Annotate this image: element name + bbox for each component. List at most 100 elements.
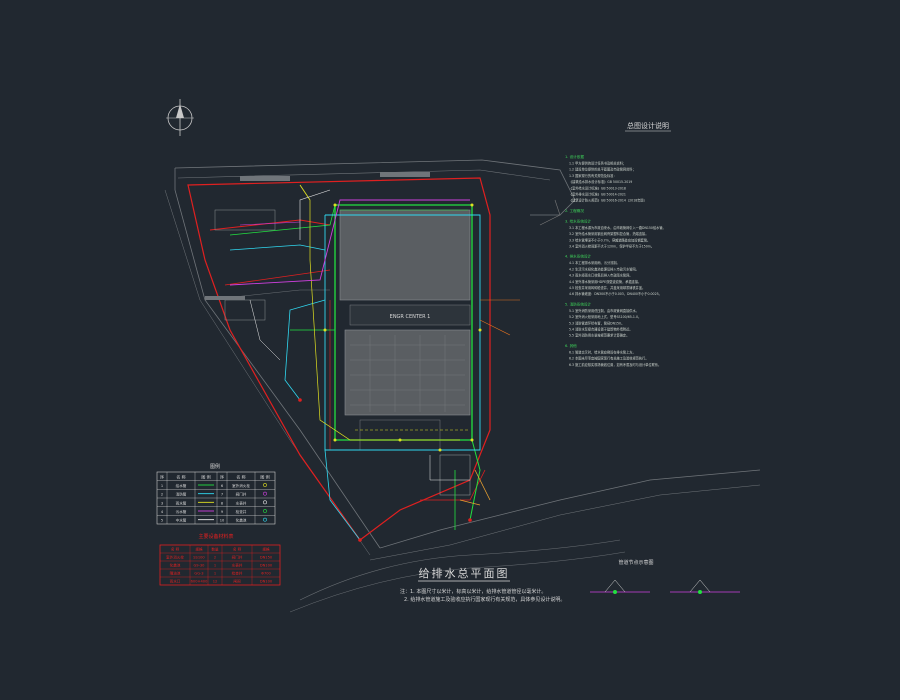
- legend-cell: 9: [221, 510, 224, 514]
- equipment-cell: GG-3: [194, 572, 203, 576]
- legend-point-symbol: [263, 517, 267, 522]
- equipment-header: 名 称: [233, 547, 242, 552]
- plan-note-1: 注：1. 本图尺寸以米计，标高以米计，给排水管道管径以毫米计。: [400, 588, 546, 595]
- legend-title: 图例: [210, 463, 220, 470]
- legend-point-symbol: [263, 483, 267, 487]
- north-arrow-icon: [166, 99, 194, 136]
- notes-line: 1.1 甲方提供的设计任务书及相关资料；: [569, 161, 626, 166]
- legend-header: 序: [220, 473, 224, 479]
- notes-line: 《建筑给水排水设计标准》GB 50015-2019: [569, 179, 632, 184]
- notes-section-heading: 2. 工程概况: [565, 208, 584, 213]
- building-label: ENGR CENTER 1: [390, 314, 431, 320]
- equipment-header: 规格: [262, 547, 270, 552]
- legend-cell: 7: [221, 493, 223, 497]
- site-plan: ENGR CENTER 1: [164, 159, 761, 613]
- legend-cell: 水表井: [236, 500, 247, 505]
- equipment-cell: 12: [213, 580, 218, 584]
- main-title: 给排水总平面图: [419, 566, 510, 580]
- notes-line: 《室外排水设计标准》GB 50014-2021: [569, 192, 626, 197]
- legend-table: 图例 序 名 称 图 例 序 名 称 图 例 1 给水管 6 室外消火栓 2 消防管 7 阀门井 3 雨水管 8…: [156, 463, 276, 525]
- legend-point-symbol: [263, 500, 267, 505]
- notes-section-heading: 1. 设计依据: [565, 154, 584, 159]
- equipment-cell: 水表井: [232, 563, 243, 568]
- notes-line: 4.6 排水管坡度：DN300不小于0.003，DN400不小于0.0025。: [569, 291, 662, 296]
- equipment-table-title: 主要设备材料表: [198, 533, 233, 540]
- legend-cell: 8: [221, 501, 224, 505]
- plan-note-2: 2. 给排水管道施工及验收应执行国家现行有关规范，具体参见设计说明。: [404, 596, 565, 603]
- pipe-detail-diagram: 管道节点示意图: [590, 559, 740, 594]
- legend-cell: 3: [161, 501, 163, 505]
- legend-header: 名 称: [236, 473, 245, 479]
- equipment-cell: 1: [214, 564, 216, 568]
- legend-cell: 2: [161, 493, 163, 497]
- equipment-cell: 检查井: [232, 571, 243, 576]
- notes-line: 1.3 国家现行的有关规范及标准：: [569, 173, 617, 178]
- legend-cell: 1: [161, 484, 163, 488]
- equipment-cell: 室外消火栓: [166, 555, 184, 560]
- notes-line: 6.2 本图未尽事宜按国家现行有关施工及验收规范执行。: [569, 356, 648, 361]
- detail-title: 管道节点示意图: [618, 559, 653, 566]
- legend-point-symbol: [263, 491, 267, 496]
- legend-cell: 6: [221, 484, 224, 488]
- notes-line: 5.3 消防管道环状布置，管径DN150。: [569, 320, 624, 325]
- equipment-cell: 雨水口: [170, 579, 181, 584]
- legend-cell: 中水管: [176, 518, 187, 523]
- equipment-cell: 闸阀: [233, 579, 241, 584]
- notes-line: 6.1 管道交叉时，给水管应敷设在排水管上方。: [569, 349, 636, 354]
- notes-section-heading: 6. 其他: [565, 343, 577, 348]
- equipment-header: 数量: [211, 547, 219, 552]
- legend-cell: 阀门井: [236, 492, 247, 497]
- notes-line: 6.3 施工前应核实现场管线位置，如有矛盾及时与设计单位联系。: [569, 362, 661, 367]
- equipment-cell: DN150: [260, 556, 273, 560]
- legend-header: 图 例: [201, 473, 210, 479]
- notes-line: 4.1 本工程排水采用雨、污分流制。: [569, 260, 620, 265]
- notes-line: 5.5 室外消防用水量按规范要求计算确定。: [569, 333, 629, 338]
- notes-line: 3.4 室外消火栓间距不大于120m，保护半径不大于150m。: [569, 244, 654, 249]
- legend-cell: 室外消火栓: [232, 483, 250, 488]
- equipment-cell: 1: [214, 572, 216, 576]
- legend-cell: 化粪池: [236, 518, 247, 523]
- legend-cell: 污水管: [176, 509, 187, 514]
- legend-point-symbol: [263, 509, 267, 513]
- equipment-cell: DN100: [260, 580, 273, 584]
- notes-line: 《建筑设计防火规范》GB 50016-2014（2018年版）: [569, 198, 647, 203]
- equipment-cell: SS100: [193, 556, 205, 560]
- equipment-cell: G9-30: [194, 564, 206, 568]
- legend-header: 序: [160, 473, 164, 479]
- notes-line: 4.5 检查井采用砖砌检查井，井盖采用球墨铸铁井盖。: [569, 285, 645, 290]
- notes-section-heading: 4. 排水系统设计: [565, 254, 592, 259]
- legend-cell: 给水管: [176, 483, 187, 488]
- equipment-cell: Φ700: [261, 572, 271, 576]
- legend-cell: 5: [161, 519, 163, 523]
- notes-section-heading: 3. 给水系统设计: [565, 218, 592, 223]
- legend-header: 名 称: [176, 473, 185, 479]
- legend-cell: 雨水管: [176, 500, 187, 505]
- legend-cell: 4: [161, 510, 164, 514]
- notes-line: 5.4 消防水泵接合器设置于建筑物外墙附近。: [569, 327, 632, 332]
- legend-cell: 消防管: [176, 492, 187, 497]
- equipment-header: 规格: [195, 547, 203, 552]
- notes-line: 4.2 生活污水经化粪池处理后排入市政污水管网。: [569, 266, 639, 271]
- equipment-header: 名 称: [171, 547, 180, 552]
- equipment-cell: DN100: [260, 564, 273, 568]
- legend-cell: 10: [220, 519, 225, 523]
- notes-section-heading: 5. 消防系统设计: [565, 301, 592, 306]
- notes-line: 3.2 室外给水管采用钢丝网骨架塑料复合管，热熔连接。: [569, 231, 648, 236]
- notes-line: 4.4 室外排水管采用HDPE双壁波纹管，承插连接。: [569, 279, 641, 284]
- equipment-cell: 化粪池: [170, 563, 181, 568]
- legend-header: 图 例: [260, 473, 269, 479]
- equipment-cell: 阀门井: [232, 555, 243, 560]
- notes-line: 3.3 给水管埋深不小于0.7m，穿越道路处应加设钢套管。: [569, 237, 650, 242]
- notes-title: 总图设计说明: [627, 121, 669, 130]
- notes-line: 《室外给水设计标准》GB 50013-2018: [569, 185, 626, 190]
- notes-line: 3.1 本工程水源为市政自来水，由市政管网引入一路DN150给水管。: [569, 225, 666, 230]
- equipment-cell: 隔油池: [170, 571, 181, 576]
- equipment-cell: 2: [214, 556, 216, 560]
- notes-line: 4.3 雨水经雨水口收集后排入市政雨水管网。: [569, 273, 632, 278]
- equipment-cell: 600×400: [191, 580, 208, 584]
- notes-line: 5.1 室外消防采用低压制，由市政管网直接供水。: [569, 308, 639, 313]
- legend-cell: 检查井: [236, 509, 247, 514]
